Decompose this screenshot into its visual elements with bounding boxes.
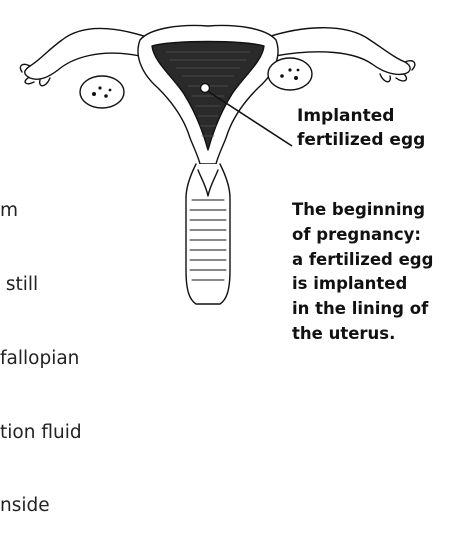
left-text-line: m (0, 199, 185, 224)
callout-line: Implanted (297, 104, 457, 128)
left-text-line: nside (0, 494, 185, 519)
caption-line: of pregnancy: (292, 223, 462, 248)
caption-line: The beginning (292, 198, 462, 223)
right-ovary (268, 58, 312, 90)
left-ovary-follicle (92, 92, 96, 96)
caption-line: the uterus. (292, 322, 462, 347)
right-ovary-follicle (280, 74, 284, 78)
caption-line: a fertilized egg (292, 248, 462, 273)
left-text-line: still (0, 273, 185, 298)
left-fallopian-tube (25, 28, 150, 79)
left-text-line: tion fluid (0, 421, 185, 446)
left-ovary (80, 76, 124, 108)
figure-caption: The beginning of pregnancy: a fertilized… (292, 198, 462, 347)
implanted-egg-label: Implanted fertilized egg (297, 104, 457, 152)
left-text-line: fallopian (0, 347, 185, 372)
right-ovary-follicle (288, 68, 291, 71)
caption-line: in the lining of (292, 297, 462, 322)
right-ovary-follicle (294, 76, 298, 80)
callout-line: fertilized egg (297, 128, 457, 152)
left-ovary-follicle (104, 94, 108, 98)
left-ovary-follicle (109, 89, 112, 92)
left-body-text: m still fallopian tion fluid nside (0, 150, 185, 544)
implanted-egg (201, 84, 210, 93)
right-ovary-follicle (297, 69, 300, 72)
left-ovary-follicle (98, 86, 101, 89)
cervix (186, 164, 230, 304)
caption-line: is implanted (292, 272, 462, 297)
